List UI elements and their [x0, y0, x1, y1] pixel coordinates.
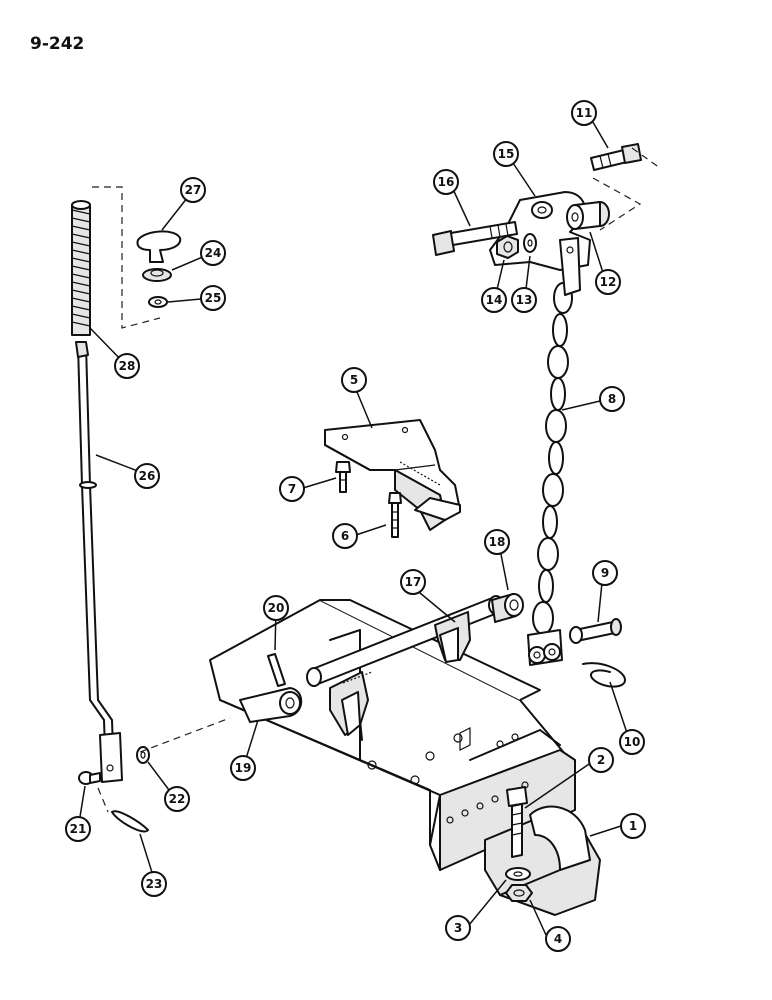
callout-2: 2	[588, 747, 614, 773]
callout-5-label: 5	[350, 373, 358, 387]
callout-27-label: 27	[185, 183, 202, 197]
callout-24: 24	[200, 240, 226, 266]
callout-19: 19	[230, 755, 256, 781]
callout-9: 9	[592, 560, 618, 586]
callout-11: 11	[571, 100, 597, 126]
cotter-pin-23	[111, 810, 149, 833]
callout-28-label: 28	[119, 359, 136, 373]
callout-15-label: 15	[498, 147, 515, 161]
callout-16-label: 16	[438, 175, 455, 189]
control-rod	[75, 341, 123, 783]
callout-3-label: 3	[454, 921, 462, 935]
shaft-lever-arm	[239, 687, 303, 723]
callout-7-label: 7	[288, 482, 296, 496]
callout-10: 10	[619, 729, 645, 755]
callout-18: 18	[484, 529, 510, 555]
pin-21	[78, 771, 101, 785]
callout-10-label: 10	[624, 735, 641, 749]
cap-screw	[590, 143, 642, 171]
drawbar-frame	[209, 599, 576, 871]
callout-12-label: 12	[600, 275, 617, 289]
knob	[136, 230, 182, 263]
hex-nut	[505, 884, 533, 902]
flat-washer-13	[523, 233, 537, 253]
callout-1: 1	[620, 813, 646, 839]
shaft-bushing	[491, 593, 524, 623]
callout-16: 16	[433, 169, 459, 195]
callout-4: 4	[545, 926, 571, 952]
callout-2-label: 2	[597, 753, 605, 767]
callout-20-label: 20	[268, 601, 285, 615]
callout-25: 25	[200, 285, 226, 311]
callout-14-label: 14	[486, 293, 503, 307]
callout-6-label: 6	[341, 529, 349, 543]
locknut	[496, 235, 519, 259]
callout-19-label: 19	[235, 761, 252, 775]
hook-bolt	[506, 786, 528, 858]
hairpin-clip	[582, 662, 626, 688]
support-bracket	[324, 419, 461, 531]
frame-holes	[367, 733, 529, 824]
chain	[527, 282, 573, 666]
callout-8: 8	[599, 386, 625, 412]
callout-5: 5	[341, 367, 367, 393]
callout-4-label: 4	[554, 932, 562, 946]
callout-17: 17	[400, 569, 426, 595]
callout-18-label: 18	[489, 535, 506, 549]
roll-pin	[267, 653, 286, 687]
callout-1-label: 1	[629, 819, 637, 833]
callout-21: 21	[65, 816, 91, 842]
callout-25-label: 25	[205, 291, 222, 305]
callout-13: 13	[511, 287, 537, 313]
callout-22-label: 22	[169, 792, 186, 806]
callout-15: 15	[493, 141, 519, 167]
callout-26-label: 26	[139, 469, 156, 483]
callout-7: 7	[279, 476, 305, 502]
callout-14: 14	[481, 287, 507, 313]
callout-28: 28	[114, 353, 140, 379]
callout-3: 3	[445, 915, 471, 941]
clevis-pin	[569, 618, 622, 644]
callout-8-label: 8	[608, 392, 616, 406]
callout-26: 26	[134, 463, 160, 489]
long-bolt	[432, 221, 518, 256]
callout-9-label: 9	[601, 566, 609, 580]
bracket-bolt-7	[335, 461, 351, 493]
callout-22: 22	[164, 786, 190, 812]
callout-23: 23	[141, 871, 167, 897]
callout-13-label: 13	[516, 293, 533, 307]
washer-22	[136, 746, 150, 764]
callout-23-label: 23	[146, 877, 163, 891]
spacer-bushing	[566, 201, 610, 230]
page-number: 9-242	[30, 34, 85, 54]
washer	[505, 867, 531, 881]
callout-17-label: 17	[405, 575, 422, 589]
retaining-washer	[148, 296, 168, 308]
callout-21-label: 21	[70, 822, 87, 836]
callout-27: 27	[180, 177, 206, 203]
spring	[71, 200, 91, 336]
callout-11-label: 11	[576, 106, 593, 120]
callout-20: 20	[263, 595, 289, 621]
grommet	[142, 268, 172, 282]
callout-12: 12	[595, 269, 621, 295]
callout-24-label: 24	[205, 246, 222, 260]
bracket-bolt-6	[388, 492, 402, 538]
callout-6: 6	[332, 523, 358, 549]
